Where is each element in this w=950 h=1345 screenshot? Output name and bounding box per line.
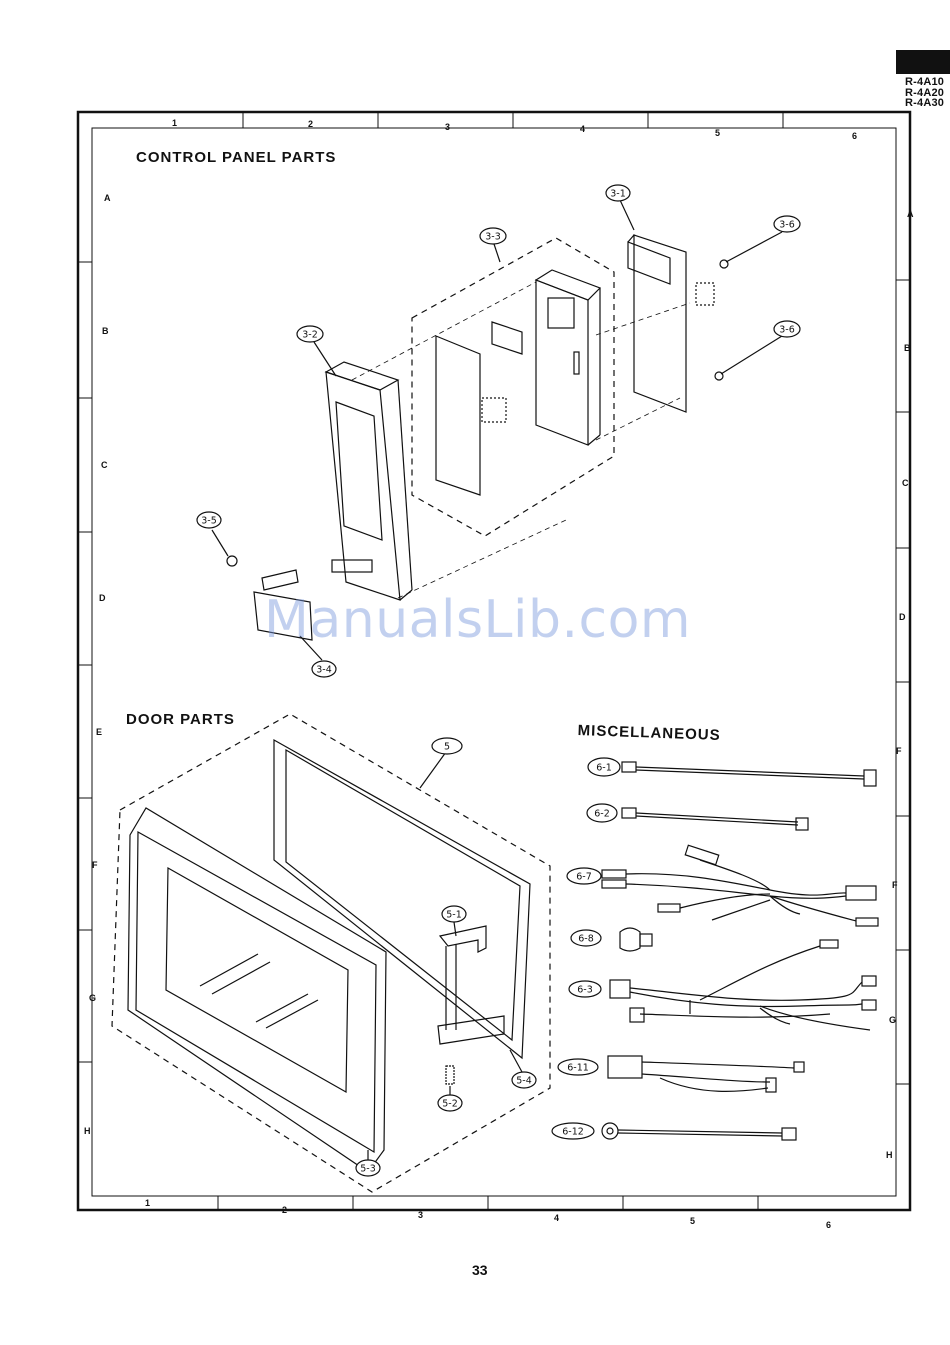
callout-door-5-3: 5-3 <box>356 1160 380 1176</box>
callout-label: 6-3 <box>577 985 593 996</box>
grid-col-label: 4 <box>554 1213 559 1223</box>
outer-frame <box>78 112 910 1210</box>
misc-drawing <box>602 762 878 1140</box>
callout-label: 6-7 <box>576 872 592 883</box>
callout-label: 5-4 <box>516 1076 532 1087</box>
callout-label: 6-8 <box>578 934 594 945</box>
callout-label: 6-11 <box>567 1063 589 1074</box>
door-drawing <box>112 714 550 1192</box>
grid-row-label: D <box>899 612 906 622</box>
grid-col-label: 2 <box>308 119 313 129</box>
callout-door-5: 5 <box>432 738 462 754</box>
grid-col-label: 5 <box>690 1216 695 1226</box>
grid-row-label: A <box>907 209 914 219</box>
callout-label: 5-3 <box>360 1164 376 1175</box>
part-6-2-wire <box>622 808 808 830</box>
grid-col-label: 6 <box>852 131 857 141</box>
grid-row-label: A <box>104 193 111 203</box>
callout-label: 6-2 <box>594 809 610 820</box>
grid-row-label: B <box>102 326 109 336</box>
callout-misc-6-7: 6-7 <box>567 868 601 884</box>
callout-misc-6-12: 6-12 <box>552 1123 594 1139</box>
grid-col-label: 1 <box>145 1198 150 1208</box>
callout-cp-3-4: 3-4 <box>312 661 336 677</box>
callout-label: 3-6 <box>779 325 795 336</box>
callout-door-5-4: 5-4 <box>512 1072 536 1088</box>
grid-row-label: H <box>84 1126 91 1136</box>
callout-label: 6-1 <box>596 763 612 774</box>
part-3-3-membrane <box>436 336 480 495</box>
callout-misc-6-1: 6-1 <box>588 758 620 776</box>
grid-ticks <box>78 112 910 1210</box>
grid-row-label: F <box>92 860 98 870</box>
callout-cp-3-2: 3-2 <box>297 326 323 342</box>
callout-cp-3-3: 3-3 <box>480 228 506 244</box>
grid-col-label: 4 <box>580 124 585 134</box>
callout-cp-3-1: 3-1 <box>606 185 630 201</box>
connector-3-6 <box>696 283 714 305</box>
assembly-3-3-outline <box>412 238 614 536</box>
part-5-1-latch <box>440 926 486 952</box>
callout-cp-3-6a: 3-6 <box>774 216 800 232</box>
part-6-8-bulb <box>620 928 652 951</box>
callout-door-5-2: 5-2 <box>438 1095 462 1111</box>
grid-col-label: 6 <box>826 1220 831 1230</box>
part-5-1-lower-arm <box>438 1016 504 1044</box>
grid-col-label: 2 <box>282 1205 287 1215</box>
callout-bubbles: 3-1 3-3 3-6 3-2 3-6 3-5 3-4 5 5-1 5-4 5-2 5-3 6-1 6-2… <box>197 185 800 1176</box>
watermark: ManualsLib.com <box>264 590 691 650</box>
callout-cp-3-6b: 3-6 <box>774 321 800 337</box>
part-3-1-board <box>634 235 686 412</box>
door-parts-title: DOOR PARTS <box>126 711 235 728</box>
callout-label: 3-4 <box>316 665 332 676</box>
part-5-frame <box>274 740 530 1058</box>
grid-col-label: 1 <box>172 118 177 128</box>
part-6-1-wire <box>622 762 876 786</box>
part-5-3-window <box>166 868 348 1092</box>
part-6-12-wire <box>602 1123 796 1140</box>
callout-misc-6-8: 6-8 <box>571 930 601 946</box>
part-6-3-harness <box>610 940 876 1030</box>
callout-label: 5 <box>444 742 450 753</box>
callout-label: 6-12 <box>562 1127 584 1138</box>
grid-row-label: E <box>96 727 102 737</box>
callout-misc-6-3: 6-3 <box>569 981 601 997</box>
callout-label: 3-5 <box>201 516 217 527</box>
callout-misc-6-2: 6-2 <box>587 804 617 822</box>
part-3-3-window <box>492 322 522 354</box>
control-panel-title: CONTROL PANEL PARTS <box>136 149 336 166</box>
grid-row-label: F <box>892 880 898 890</box>
part-3-3-housing <box>536 280 588 445</box>
grid-row-label: H <box>886 1150 893 1160</box>
callout-label: 3-6 <box>779 220 795 231</box>
callout-door-5-1: 5-1 <box>442 906 466 922</box>
grid-row-label: G <box>89 993 96 1003</box>
callout-label: 3-2 <box>302 330 318 341</box>
part-3-2-window <box>336 402 382 540</box>
part-3-2-frame <box>326 372 400 600</box>
part-6-7-harness <box>602 845 878 926</box>
callout-misc-6-11: 6-11 <box>558 1059 598 1075</box>
callout-label: 3-3 <box>485 232 501 243</box>
grid-row-label: D <box>99 593 106 603</box>
grid-col-label: 3 <box>445 122 450 132</box>
grid-col-label: 3 <box>418 1210 423 1220</box>
grid-row-label: C <box>902 478 909 488</box>
grid-col-label: 5 <box>715 128 720 138</box>
page-number: 33 <box>472 1262 488 1278</box>
part-6-11-wire <box>608 1056 804 1092</box>
grid-row-label: G <box>889 1015 896 1025</box>
grid-row-label: F <box>896 746 902 756</box>
callout-cp-3-5: 3-5 <box>197 512 221 528</box>
callout-label: 5-1 <box>446 910 462 921</box>
callout-label: 3-1 <box>610 189 626 200</box>
grid-row-label: C <box>101 460 108 470</box>
part-5-2-spring <box>446 1066 454 1084</box>
callout-label: 5-2 <box>442 1099 458 1110</box>
door-assembly-outline <box>112 714 550 1192</box>
part-3-5-nut <box>227 556 237 566</box>
grid-row-label: B <box>904 343 911 353</box>
